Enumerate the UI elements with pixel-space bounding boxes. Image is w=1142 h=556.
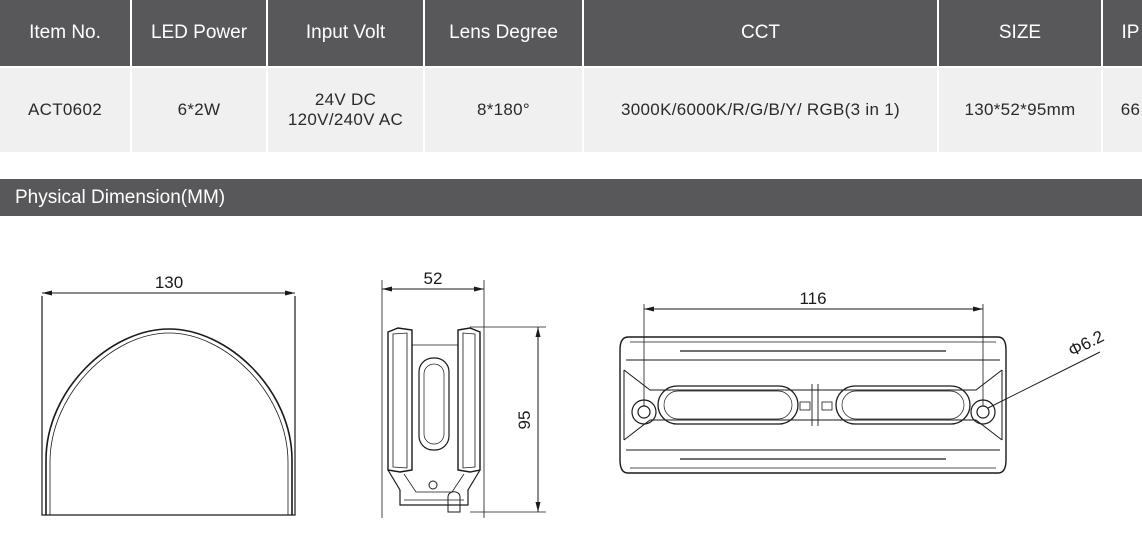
cell-ip: 66 <box>1103 68 1142 152</box>
front-view: 130 <box>41 273 296 516</box>
dim-side-width: 52 <box>424 269 443 288</box>
header-led-power: LED Power <box>132 0 266 68</box>
header-ip: IP <box>1103 0 1142 68</box>
physical-dimension-header: Physical Dimension(MM) <box>0 179 1142 216</box>
bottom-view: 116 Φ6.2 <box>619 289 1107 474</box>
dimension-drawing: 130 52 <box>0 216 1142 556</box>
dim-front-width: 130 <box>155 273 183 292</box>
dim-side-height: 95 <box>515 411 534 430</box>
header-size: SIZE <box>939 0 1101 68</box>
header-input-volt: Input Volt <box>268 0 423 68</box>
header-cct: CCT <box>584 0 937 68</box>
input-volt-line-1: 24V DC <box>314 90 377 109</box>
side-view: 52 95 <box>381 269 546 518</box>
dimension-drawing-svg: 130 52 <box>41 269 1107 518</box>
cell-lens-degree: 8*180° <box>425 68 582 152</box>
cell-input-volt: 24V DC 120V/240V AC <box>268 68 423 152</box>
cell-item-no: ACT0602 <box>0 68 130 152</box>
dim-bottom-width: 116 <box>799 289 826 308</box>
header-lens-degree: Lens Degree <box>425 0 582 68</box>
cell-led-power: 6*2W <box>132 68 266 152</box>
spec-header-row: Item No. LED Power Input Volt Lens Degre… <box>0 0 1142 68</box>
header-item-no: Item No. <box>0 0 130 68</box>
spec-table: Item No. LED Power Input Volt Lens Degre… <box>0 0 1142 152</box>
cell-cct: 3000K/6000K/R/G/B/Y/ RGB(3 in 1) <box>584 68 937 152</box>
cell-size: 130*52*95mm <box>939 68 1101 152</box>
input-volt-line-2: 120V/240V AC <box>287 110 404 129</box>
dim-hole-diameter: Φ6.2 <box>1065 327 1107 361</box>
spec-data-row: ACT0602 6*2W 24V DC 120V/240V AC 8*180° … <box>0 68 1142 152</box>
